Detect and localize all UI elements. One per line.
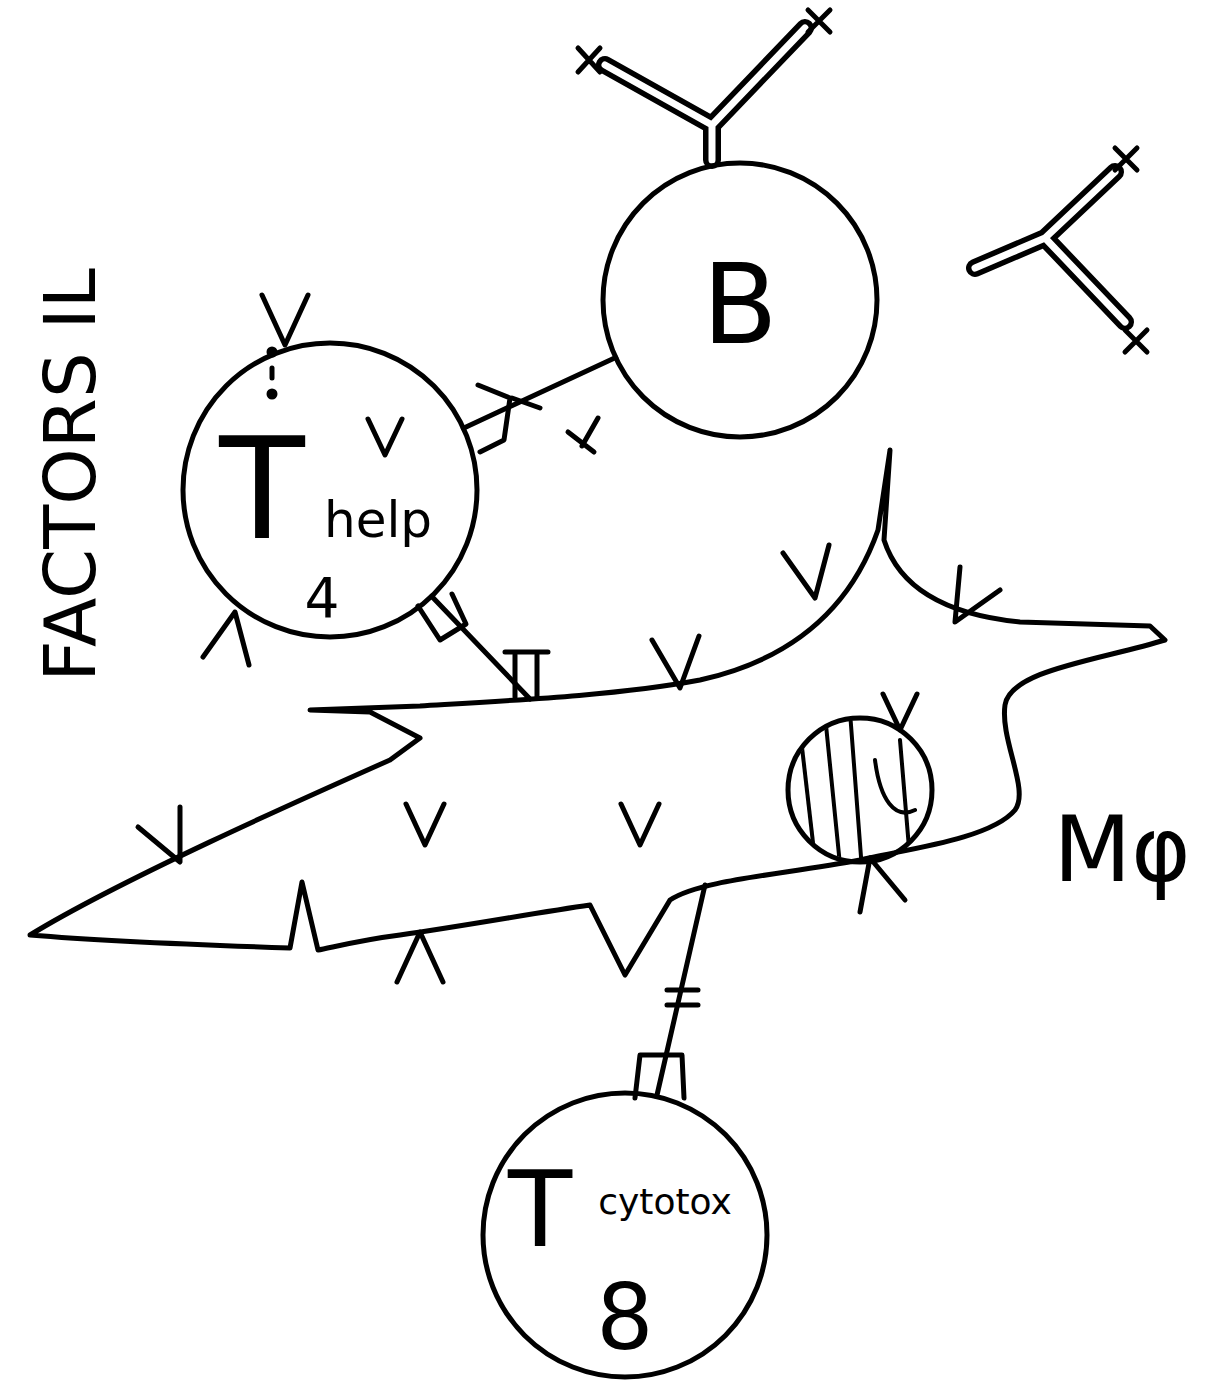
text-holder: T	[219, 420, 305, 560]
antigen-symbol	[621, 804, 659, 845]
nucleus-hatching	[800, 712, 915, 870]
cell-outline	[183, 343, 477, 637]
antibody-symbol	[605, 28, 805, 160]
label-holder: FACTORS IL	[34, 268, 106, 682]
cell-label: help	[324, 495, 432, 545]
cell-label: T	[219, 420, 305, 560]
side-note: FACTORS IL	[34, 268, 106, 682]
t-helper-cell: Thelp 4	[180, 340, 480, 640]
antibody-symbol	[605, 28, 805, 160]
cell-label: cytotox	[598, 1184, 732, 1220]
text-holder: help	[324, 495, 432, 545]
text-holder: T	[508, 1158, 572, 1263]
text-holder: cytotox	[598, 1184, 732, 1220]
dot-mark	[269, 391, 275, 397]
receptor-symbol	[568, 418, 598, 452]
antibody-symbol	[975, 172, 1125, 322]
antigen-mark	[1115, 148, 1137, 170]
cell-label: Mφ	[1053, 805, 1190, 895]
text-holder: B	[702, 250, 777, 360]
receptor-symbol	[512, 398, 540, 408]
cell-label: T	[508, 1158, 572, 1263]
antigen-symbol	[397, 932, 443, 982]
antigen-mark	[808, 10, 830, 32]
mhc-symbol	[505, 652, 548, 697]
antibody-symbol	[975, 172, 1125, 322]
receptor-symbol	[478, 385, 510, 452]
antigen-symbol	[368, 419, 402, 455]
antigen-symbols	[138, 295, 1000, 982]
antigen-symbol	[860, 858, 905, 912]
t-cytotoxic-cell: Tcytotox 8	[480, 1090, 770, 1380]
cell-outline	[30, 450, 1165, 975]
macrophage: Mφ	[20, 440, 1230, 1000]
antigen-symbol	[203, 612, 249, 665]
cell-label: 8	[596, 1273, 653, 1363]
dot-mark	[270, 368, 275, 378]
cell-outline	[603, 163, 877, 437]
antigen-symbol	[262, 295, 308, 345]
antigen-symbol	[406, 804, 444, 845]
node-outline	[20, 440, 1230, 1000]
receptors	[418, 385, 698, 1098]
cell-label: B	[702, 250, 777, 360]
cell-label: 4	[305, 571, 340, 626]
antigen-symbol	[783, 545, 829, 598]
text-holder: Mφ	[1053, 805, 1190, 895]
nucleus	[788, 712, 932, 870]
antigen-mark	[578, 48, 600, 72]
cell-outline	[483, 1093, 767, 1377]
b-cell: B	[600, 160, 880, 440]
mhc-symbol	[667, 990, 698, 1005]
text-holder: 4	[305, 571, 340, 626]
antigen-symbol	[138, 807, 180, 862]
antigen-mark	[1125, 330, 1147, 352]
antibodies	[578, 10, 1147, 352]
text-holder: 8	[596, 1273, 653, 1363]
binding-connector	[463, 358, 615, 429]
